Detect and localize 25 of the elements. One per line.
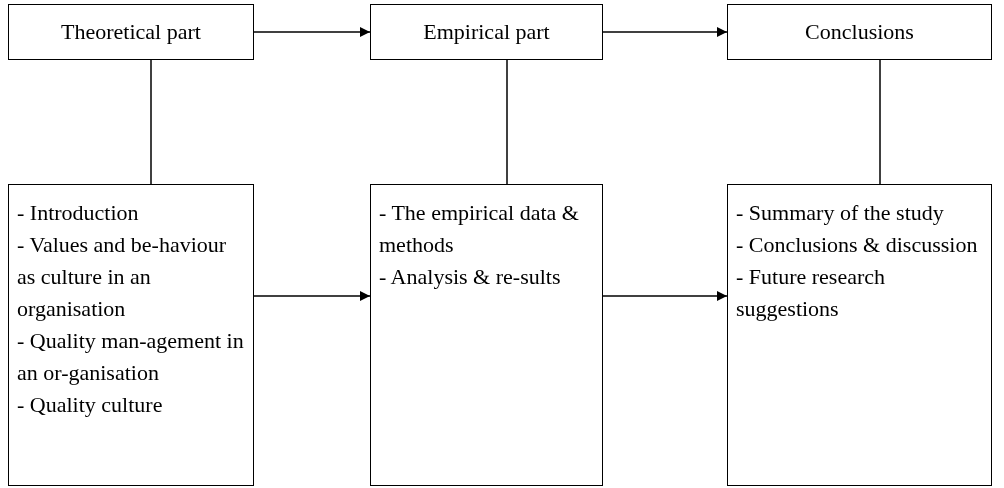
list-item: - Values and be-haviour as culture in an organisation xyxy=(17,231,228,323)
list-item: - Future research suggestions xyxy=(736,263,887,323)
arrow xyxy=(602,27,728,37)
arrow xyxy=(253,27,371,37)
box-title: Conclusions xyxy=(805,18,914,46)
connector-line xyxy=(150,59,152,185)
box-title: Empirical part xyxy=(423,18,550,46)
list-item: - Introduction xyxy=(17,199,140,227)
connector-line xyxy=(506,59,508,185)
heading-box xyxy=(727,4,992,60)
list-item: - Quality culture xyxy=(17,391,164,419)
list-item: - The empirical data & methods xyxy=(379,199,580,259)
heading-box xyxy=(370,4,603,60)
content-box xyxy=(8,184,254,486)
box-title: Theoretical part xyxy=(61,18,201,46)
connector-line xyxy=(879,59,881,185)
content-box xyxy=(370,184,603,486)
arrow xyxy=(602,291,728,301)
heading-box xyxy=(8,4,254,60)
content-box xyxy=(727,184,992,486)
list-item: - Conclusions & discussion xyxy=(736,231,979,259)
list-item: - Summary of the study xyxy=(736,199,945,227)
arrow xyxy=(253,291,371,301)
list-item: - Analysis & re-sults xyxy=(379,263,562,291)
list-item: - Quality man-agement in an or-ganisation xyxy=(17,327,245,387)
